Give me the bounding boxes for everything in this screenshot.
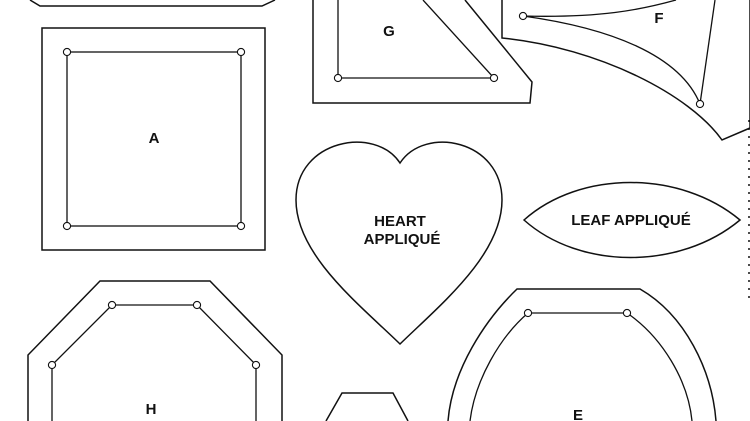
piece-f-corner-dot bbox=[695, 99, 705, 109]
piece-e-corner-dot bbox=[622, 308, 632, 318]
top-left-partial-piece bbox=[29, 0, 276, 7]
piece-h-label: H bbox=[146, 401, 157, 418]
heart-outline bbox=[295, 141, 503, 346]
piece-h-seam-line bbox=[51, 304, 257, 421]
piece-a: A bbox=[41, 27, 266, 251]
bottom-center-partial-piece bbox=[325, 392, 409, 421]
piece-a-corner-dot bbox=[236, 221, 246, 231]
piece-a-label: A bbox=[149, 130, 160, 147]
piece-h-corner-dot bbox=[47, 360, 57, 370]
heart-applique: HEART APPLIQUÉ bbox=[295, 141, 503, 346]
piece-a-outer-outline bbox=[41, 27, 266, 251]
piece-a-corner-dot bbox=[62, 47, 72, 57]
piece-e-seam-line bbox=[469, 312, 693, 421]
piece-f-label: F bbox=[654, 10, 663, 27]
piece-e-outer-outline bbox=[447, 288, 717, 421]
piece-g-corner-dot bbox=[489, 73, 499, 83]
piece-g-seam-line bbox=[337, 0, 496, 79]
piece-g: G bbox=[312, 0, 533, 104]
piece-f: F bbox=[501, 0, 750, 141]
piece-a-seam-line bbox=[66, 51, 242, 227]
piece-e-corner-dot bbox=[523, 308, 533, 318]
piece-h-corner-dot bbox=[251, 360, 261, 370]
piece-h-corner-dot bbox=[107, 300, 117, 310]
piece-a-corner-dot bbox=[62, 221, 72, 231]
piece-e: E bbox=[447, 288, 717, 421]
piece-g-label: G bbox=[383, 23, 395, 40]
piece-h-outer-outline bbox=[27, 280, 283, 421]
piece-a-corner-dot bbox=[236, 47, 246, 57]
piece-h-corner-dot bbox=[192, 300, 202, 310]
piece-g-corner-dot bbox=[333, 73, 343, 83]
piece-h: H bbox=[27, 280, 283, 421]
piece-f-seam-line bbox=[522, 0, 716, 105]
leaf-outline bbox=[522, 181, 742, 259]
leaf-label: LEAF APPLIQUÉ bbox=[571, 212, 690, 229]
piece-g-outer-outline bbox=[312, 0, 533, 104]
piece-e-label: E bbox=[573, 407, 583, 421]
heart-label-line-1: HEART bbox=[374, 213, 426, 230]
heart-label-line-2: APPLIQUÉ bbox=[364, 231, 441, 248]
piece-f-outer-outline bbox=[501, 0, 750, 141]
bottom-partial-outline bbox=[325, 392, 409, 421]
piece-f-corner-dot bbox=[518, 11, 528, 21]
leaf-applique: LEAF APPLIQUÉ bbox=[522, 181, 742, 259]
